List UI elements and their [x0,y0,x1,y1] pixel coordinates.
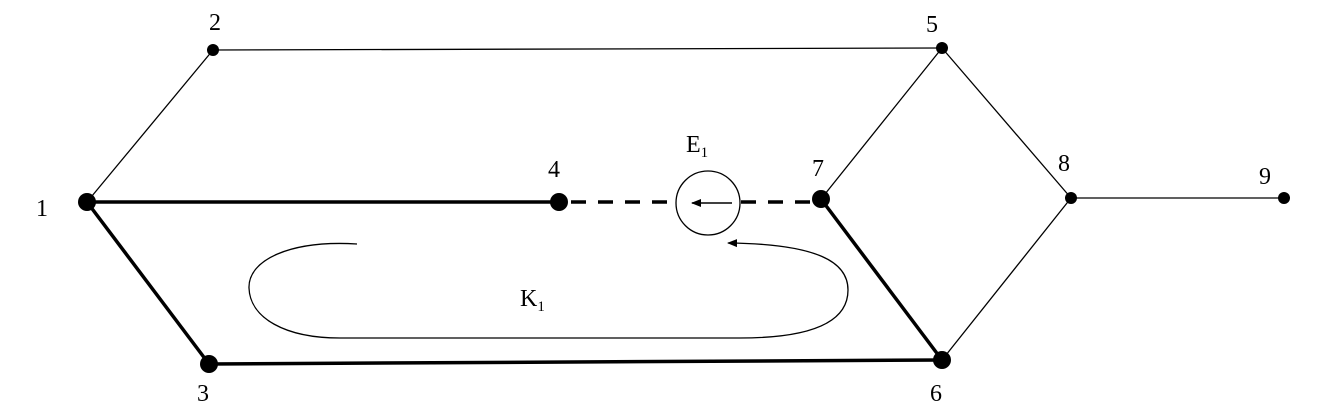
node-3 [200,355,218,373]
edge-1-2 [86,49,214,203]
edge-5-7 [820,47,943,200]
node-label-7: 7 [812,156,824,182]
node-labels: 1 2 3 4 5 6 7 8 9 [36,10,1271,407]
node-8 [1065,192,1077,204]
node-2 [207,44,219,56]
node-4 [550,193,568,211]
node-label-4: 4 [548,157,560,183]
loop-label: K1 [520,286,545,315]
node-label-6: 6 [930,381,942,407]
node-5 [936,42,948,54]
node-label-2: 2 [209,10,221,36]
source-label: E1 [686,132,708,161]
node-label-3: 3 [197,381,209,407]
loop-curve-arrow-icon [248,239,849,339]
edge-5-8 [941,47,1072,199]
nodes [78,42,1290,373]
node-label-1: 1 [36,196,48,222]
edge-7-6 [819,197,944,362]
node-label-8: 8 [1058,151,1070,177]
node-6 [933,351,951,369]
thick-edges [85,197,944,366]
edge-1-3 [85,200,211,366]
node-label-9: 9 [1259,164,1271,190]
loop-k1: K1 [248,239,849,339]
node-7 [812,190,830,208]
node-1 [78,193,96,211]
node-9 [1278,192,1290,204]
edge-3-6 [208,358,943,366]
node-label-5: 5 [926,12,938,38]
edge-8-6 [941,197,1072,361]
voltage-source-e1: E1 [675,132,741,236]
thin-edges [86,47,1284,361]
edge-2-5 [212,47,943,51]
